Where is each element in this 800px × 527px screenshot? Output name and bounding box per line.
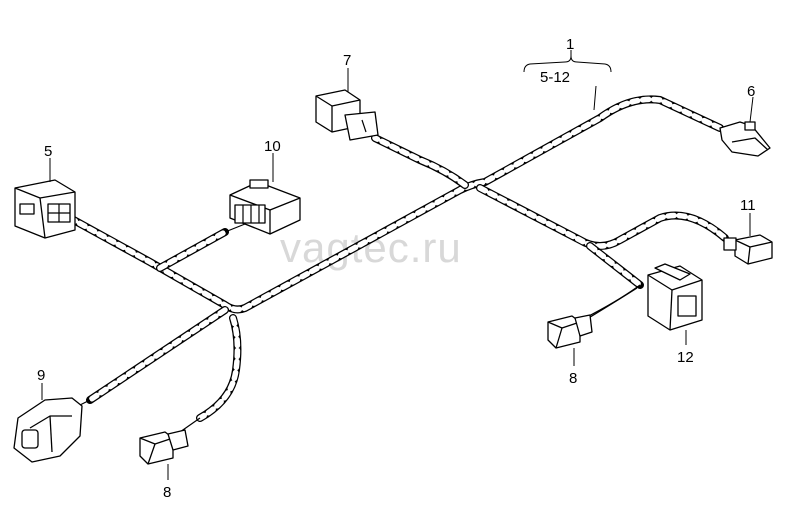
label-connector-9: 9 [37, 367, 45, 384]
connector-8-left [139, 429, 189, 465]
leader-lines [41, 50, 754, 480]
label-connector-11: 11 [740, 197, 756, 214]
label-harness-range: 5-12 [540, 69, 570, 86]
part-labels: 1 5-12 5 6 7 10 11 12 8 8 9 [37, 36, 756, 501]
label-connector-10: 10 [264, 138, 281, 155]
connector-12 [647, 263, 703, 331]
label-connector-12: 12 [677, 349, 694, 366]
harness-trunks [66, 95, 729, 422]
connector-8-right [547, 314, 593, 349]
label-connector-5: 5 [44, 143, 52, 160]
connector-11 [723, 234, 773, 265]
connector-6 [719, 121, 771, 157]
connector-9 [13, 397, 83, 463]
connector-5 [14, 179, 76, 239]
label-connector-8-left: 8 [163, 484, 171, 501]
connector-10 [229, 179, 301, 235]
label-connector-6: 6 [747, 83, 755, 100]
label-harness-main: 1 [566, 36, 574, 53]
label-connector-8-right: 8 [569, 370, 577, 387]
connector-7 [315, 89, 379, 141]
label-connector-7: 7 [343, 52, 351, 69]
watermark-text: vagtec.ru [280, 224, 462, 271]
